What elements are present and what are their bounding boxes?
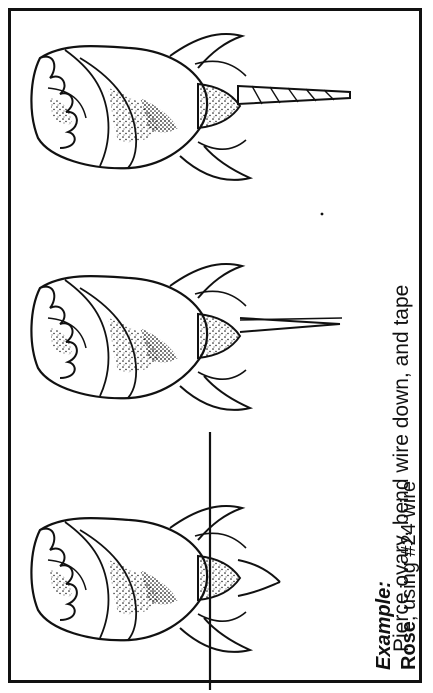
rose-bud-figure-1 xyxy=(31,432,280,690)
rose-bud-figure-2 xyxy=(31,264,342,410)
taped-stem xyxy=(238,86,350,104)
rose-bud-figure-3 xyxy=(31,34,350,180)
instruction-caption: Pierce ovary, bend wire down, and tape xyxy=(389,285,415,652)
